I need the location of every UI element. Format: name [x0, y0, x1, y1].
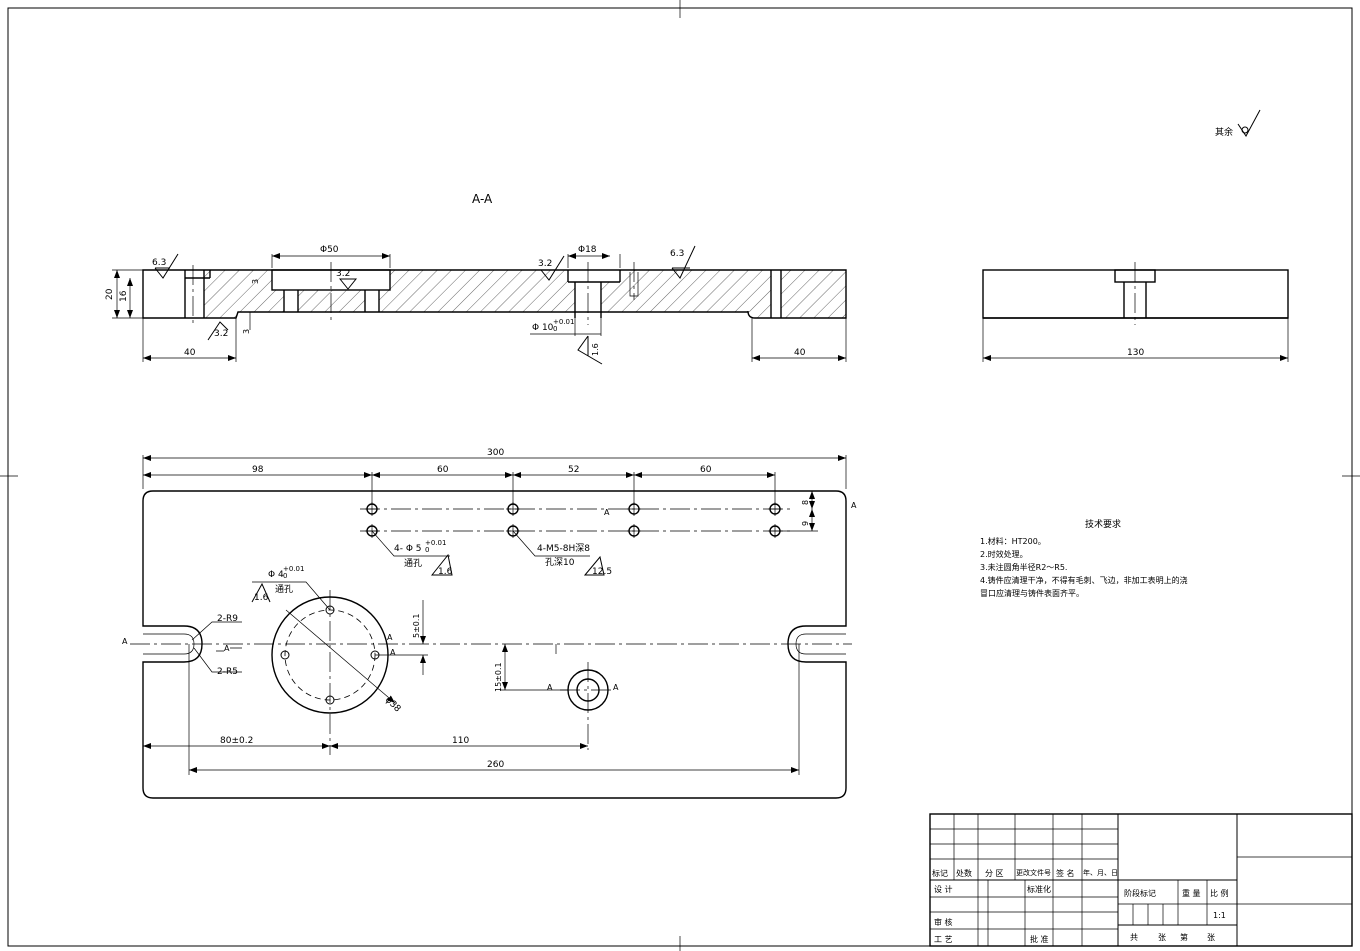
tech-requirement-item: 4.铸件应清理干净，不得有毛刺、飞边，非加工表明上的浇: [980, 575, 1188, 585]
section-mark-a: A: [547, 683, 553, 692]
tb-sheets-total: 共: [1130, 933, 1138, 942]
dim-260: 260: [487, 760, 504, 770]
section-title: A-A: [472, 192, 493, 206]
svg-text:+0.01: +0.01: [283, 565, 304, 573]
other-surfaces-label: 其余: [1215, 126, 1233, 138]
callout-r5: 2-R5: [217, 667, 238, 677]
callout-r9: 2-R9: [217, 614, 238, 624]
tb-check: 审 核: [934, 917, 953, 927]
dim-height20: 20: [105, 288, 115, 300]
tb-stage: 阶段标记: [1124, 888, 1156, 898]
dim-52: 52: [568, 465, 579, 475]
dim-dia18: Φ18: [578, 245, 597, 255]
tb-header: 处数: [956, 868, 972, 878]
dim-15: 15±0.1: [494, 662, 503, 692]
tech-requirements-title: 技术要求: [1085, 518, 1121, 530]
dim-height16: 16: [119, 290, 129, 302]
section-mark-a: A: [387, 633, 393, 642]
section-mark-a: A: [851, 501, 857, 510]
dim-left40: 40: [184, 348, 196, 358]
svg-text:1.6: 1.6: [591, 343, 600, 356]
tb-header: 签 名: [1056, 868, 1075, 878]
plan-view: φ38 300 98 60 52 60 8 9: [122, 448, 857, 799]
tb-header: 标记: [932, 868, 948, 878]
callout-through: 通孔: [404, 558, 422, 569]
callout-rough125: 12.5: [592, 567, 612, 577]
svg-text:3.2: 3.2: [336, 269, 350, 279]
dim-depth3b: 3: [242, 329, 251, 334]
tech-requirement-item: 2.时效处理。: [980, 549, 1028, 559]
section-view: Φ50 Φ18 20 16 3 3 40 40 Φ 10 +0.01 0: [105, 245, 847, 365]
tb-design: 设 计: [934, 884, 953, 894]
dim-60a: 60: [437, 465, 449, 475]
dim-98: 98: [252, 465, 264, 475]
dim-right40: 40: [794, 348, 806, 358]
tech-requirements: 技术要求 1.材料：HT200。 2.时效处理。 3.未注圆角半径R2～R5. …: [980, 518, 1188, 598]
tb-header: 年、月、日: [1083, 868, 1118, 877]
callout-rough16: 1.6: [438, 567, 453, 577]
callout-phi4-through: 通孔: [275, 584, 293, 595]
dim-dia50: Φ50: [320, 245, 339, 255]
dim-width130: 130: [1127, 348, 1144, 358]
section-mark-a: A: [613, 683, 619, 692]
title-block: 标记 处数 分 区 更改文件号 签 名 年、月、日 设 计 标准化 审 核 工 …: [929, 813, 1353, 947]
dim-8: 8: [801, 500, 810, 505]
dim-300: 300: [487, 448, 504, 458]
tech-requirement-item: 1.材料：HT200。: [980, 536, 1046, 546]
tb-header: 更改文件号: [1016, 868, 1051, 877]
svg-text:6.3: 6.3: [152, 258, 166, 268]
tb-scale-value: 1:1: [1213, 911, 1226, 920]
roughness-symbol-3: 3.2: [336, 269, 358, 290]
svg-text:+0.01: +0.01: [425, 539, 446, 547]
dim-dia38: φ38: [383, 695, 403, 715]
other-surfaces-roughness: 其余: [1215, 109, 1261, 138]
tech-requirement-item: 冒口应清理与铸件表面齐平。: [980, 588, 1084, 598]
side-view: 130: [982, 262, 1289, 362]
roughness-symbol-6: 1.6: [577, 335, 603, 365]
callout-m5: 4-M5-8H深8: [537, 543, 590, 554]
callout-phi4: Φ 4: [268, 570, 284, 580]
bolt-circle-feature: φ38: [271, 596, 403, 715]
dim-dia10: Φ 10: [532, 323, 554, 333]
dim-60b: 60: [700, 465, 712, 475]
roughness-symbol-4: 3.2: [538, 255, 565, 281]
callout-m5-depth: 孔深10: [545, 557, 575, 568]
dim-110: 110: [452, 736, 469, 746]
section-mark-a: A: [390, 648, 396, 657]
svg-text:3.2: 3.2: [214, 329, 228, 339]
roughness-symbol-5: 6.3: [670, 245, 696, 279]
tb-process: 工 艺: [934, 935, 953, 944]
dim-80: 80±0.2: [220, 736, 253, 746]
tech-requirement-item: 3.未注圆角半径R2～R5.: [980, 562, 1067, 572]
tb-weight: 重 量: [1182, 888, 1201, 898]
dim-9: 9: [801, 521, 810, 526]
callout-phi5: 4- Φ 5: [394, 544, 422, 554]
tb-header: 分 区: [985, 869, 1004, 878]
boss-circle: [560, 662, 615, 750]
tb-approve: 批 准: [1030, 934, 1049, 944]
dim-5: 5±0.1: [412, 613, 421, 638]
svg-text:0: 0: [425, 546, 429, 554]
roughness-symbol-2: 3.2: [207, 321, 229, 341]
tb-sheet-unit2: 张: [1207, 933, 1215, 942]
svg-text:0: 0: [283, 572, 287, 580]
svg-text:6.3: 6.3: [670, 249, 684, 259]
svg-text:3.2: 3.2: [538, 259, 552, 269]
roughness-symbol-1: 6.3: [152, 253, 179, 279]
section-mark-a: A: [604, 508, 610, 517]
tb-standard: 标准化: [1027, 884, 1051, 894]
dim-depth3a: 3: [251, 279, 260, 284]
hole-row-bottom: [365, 524, 782, 538]
callout-phi4-rough: 1.6: [254, 593, 269, 603]
tb-scale-label: 比 例: [1210, 888, 1229, 898]
dim-dia10-tol-low: 0: [553, 325, 557, 333]
tb-sheet-no: 第: [1180, 932, 1188, 942]
dim-dia10-tol: +0.01: [553, 318, 574, 326]
tb-sheets-unit: 张: [1158, 933, 1166, 942]
section-mark-a: A: [122, 637, 128, 646]
section-mark-a: A: [224, 644, 230, 653]
